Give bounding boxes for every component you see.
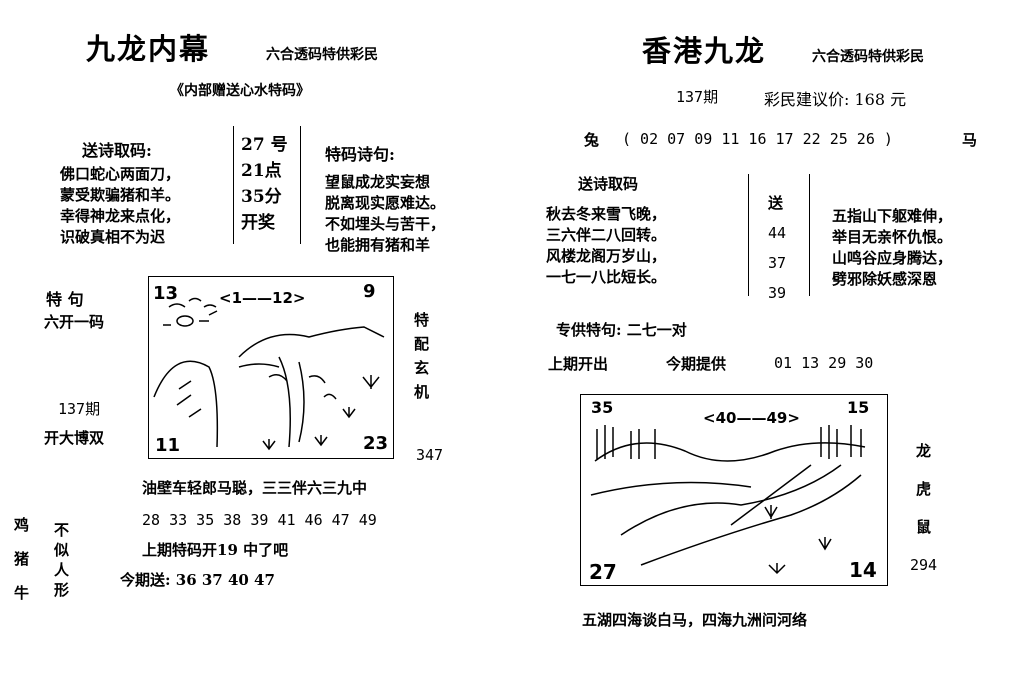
left-sketch-top-left-number: 13 [153,283,178,304]
left-sketch-frame: 13 <1——12> 9 11 23 [148,276,394,459]
left-side-vertical: 特 配 玄 机 [414,308,429,404]
special-sentence: 专供特句: 二七一对 [556,321,687,339]
send-number: 44 [768,224,787,242]
animal-char: 牛 [14,584,30,602]
left-sketch-drawing: 13 <1——12> 9 11 23 [153,281,388,456]
teju-label: 特 句 [46,290,84,309]
draw-minute: 35分 [241,187,282,207]
left-title: 九龙内幕 [86,32,211,66]
not-like-char: 不 [54,521,70,539]
send-number: 39 [768,284,787,302]
not-like-vertical: 不 似 人 形 [54,520,69,600]
right-poem-line: 劈邪除妖感深恩 [832,270,938,288]
last-issue-label: 上期开出 [548,355,609,373]
right-poem-left: 秋去冬来雪飞晚， 三六伴二八回转。 风楼龙阁万岁山， 一七一八比短长。 [546,204,666,288]
side-char: 玄 [414,359,430,377]
sketch-lines-icon [153,297,385,451]
left-last-issue: 上期特码开19 中了吧 [142,541,289,559]
right-subtitle: 六合透码特供彩民 [812,49,924,65]
left-side-number: 347 [416,446,444,464]
right-poem-line: 山鸣谷应身腾达， [832,249,953,267]
animal-char: 鸡 [14,516,30,534]
right-poem-line: 五指山下躯难伸， [832,207,953,225]
left-sketch-bottom-left-number: 11 [155,435,180,456]
right-poem-line: 风楼龙阁万岁山， [546,247,667,265]
side-char: 特 [414,311,430,329]
right-poem-line: 举目无亲怀仇恨。 [832,228,953,246]
right-poem-line: 一七一八比短长。 [546,268,667,286]
not-like-char: 似 [54,541,70,559]
sketch-lines-icon [590,425,866,575]
left-riddle: 油壁车轻郎马聪，三三伴六三九中 [142,479,368,497]
side-char: 机 [414,383,430,401]
right-side-vertical: 龙 虎 鼠 [916,432,931,546]
right-sketch-top-right-number: 15 [847,398,869,417]
right-price: 彩民建议价: 168 元 [764,90,907,109]
left-today: 今期送: 36 37 40 47 [120,571,275,589]
left-sketch-bottom-right-number: 23 [363,433,388,454]
side-char: 龙 [916,442,932,460]
right-poem-line: 三六伴二八回转。 [546,226,667,244]
right-sketch-bottom-left-number: 27 [589,560,617,584]
right-footer: 五湖四海谈白马，四海九洲问河络 [582,611,808,629]
tema-poem-line: 也能拥有猪和羊 [325,236,431,254]
left-poem: 佛口蛇心两面刀， 蒙受欺骗猪和羊。 幸得神龙来点化， 识破真相不为迟 [60,164,180,248]
right-sketch-range: <40——49> [703,409,800,427]
right-poem-label: 送诗取码 [578,175,639,193]
left-subtitle: 六合透码特供彩民 [266,47,378,63]
right-title: 香港九龙 [642,34,767,68]
left-animals: 鸡 猪 牛 [14,508,29,610]
side-char: 鼠 [916,518,932,536]
tema-poem: 望鼠成龙实妄想 脱离现实愿难达。 不如埋头与苦干， 也能拥有猪和羊 [325,172,445,256]
left-poem-line: 蒙受欺骗猪和羊。 [60,186,181,204]
left-issue-label: 137期 [58,400,101,418]
today-label: 今期提供 [666,355,727,373]
animal-char: 猪 [14,550,30,568]
tema-poem-line: 不如埋头与苦干， [325,215,446,233]
tema-poem-line: 脱离现实愿难达。 [325,194,446,212]
right-sketch-drawing: 35 <40——49> 15 27 14 [589,398,877,584]
draw-time-box [233,126,301,244]
row-right-animal: 马 [962,131,978,149]
left-sketch-range: <1——12> [219,289,305,307]
left-sketch-top-right-number: 9 [363,281,376,302]
send-box [748,174,810,296]
tema-poem-label: 特码诗句: [325,145,395,164]
left-numbers: 28 33 35 38 39 41 46 47 49 [142,511,377,529]
tema-poem-line: 望鼠成龙实妄想 [325,173,431,191]
row-numbers: ( 02 07 09 11 16 17 22 25 26 ) [622,130,893,148]
send-number: 37 [768,254,787,272]
left-tagline: 《内部赠送心水特码》 [170,83,310,99]
right-poem-line: 秋去冬来雪飞晚， [546,205,667,223]
draw-time-text: 27 号 21点 35分 开奖 [241,132,288,236]
right-issue: 137期 [676,88,719,106]
left-poem-line: 佛口蛇心两面刀， [60,165,181,183]
draw-number: 27 号 [241,135,288,155]
right-sketch-bottom-right-number: 14 [849,558,877,582]
left-poem-line: 幸得神龙来点化， [60,207,181,225]
right-side-number: 294 [910,556,938,574]
send-label: 送 [768,194,784,212]
left-poem-label: 送诗取码: [82,141,152,160]
teju-value: 六开一码 [44,313,105,331]
send-box-content: 送 44 37 39 [768,188,786,308]
right-poem-right: 五指山下躯难伸， 举目无亲怀仇恨。 山鸣谷应身腾达， 劈邪除妖感深恩 [832,206,952,290]
draw-hour: 21点 [241,161,282,181]
side-char: 虎 [916,480,932,498]
row-left-animal: 兔 [584,131,600,149]
side-char: 配 [414,335,430,353]
left-poem-line: 识破真相不为迟 [60,228,166,246]
not-like-char: 形 [54,581,70,599]
not-like-char: 人 [54,561,70,579]
right-sketch-frame: 35 <40——49> 15 27 14 [580,394,888,586]
draw-label: 开奖 [241,213,275,233]
today-numbers: 01 13 29 30 [774,354,874,372]
left-issue-value: 开大博双 [44,429,105,447]
right-sketch-top-left-number: 35 [591,398,613,417]
